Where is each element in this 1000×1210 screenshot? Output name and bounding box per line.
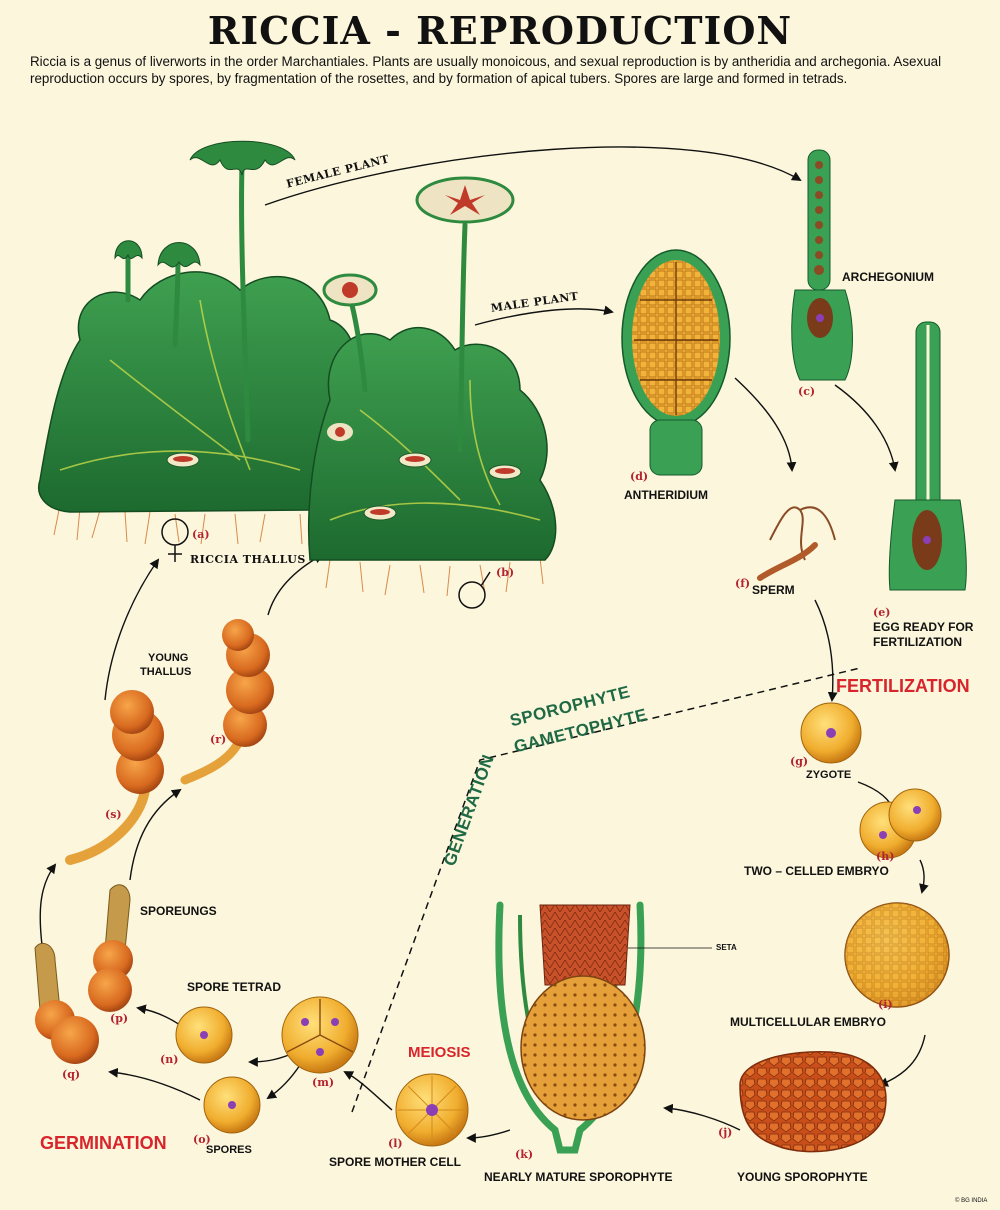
tag-o: (o)	[193, 1133, 211, 1146]
arrow-male-to-antheridium	[474, 305, 614, 326]
cup-contents	[173, 456, 515, 515]
tag-c: (c)	[798, 385, 816, 398]
arrow-spore-to-germination	[108, 1067, 201, 1101]
tag-b: (b)	[496, 566, 515, 579]
credit-text: © BG INDIA	[955, 1198, 988, 1204]
sporeling-q-illustration	[34, 942, 99, 1064]
tag-j: (j)	[718, 1126, 733, 1139]
label-antheridium: ANTHERIDIUM	[624, 488, 708, 502]
tag-m: (m)	[312, 1076, 335, 1089]
label-spore-mother-cell: SPORE MOTHER CELL	[329, 1155, 462, 1169]
label-riccia-thallus: RICCIA THALLUS	[190, 553, 306, 566]
arrow-sperm-to-zygote	[814, 599, 838, 702]
label-sporeungs: SPOREUNGS	[140, 904, 217, 918]
label-nearly-mature-sporophyte: NEARLY MATURE SPOROPHYTE	[484, 1170, 673, 1184]
tag-a: (a)	[192, 528, 210, 541]
label-sperm: SPERM	[752, 583, 795, 597]
label-seta: SETA	[716, 943, 737, 952]
sperm-illustration	[757, 506, 836, 581]
arrow-spore-to-sporeling-p	[136, 1004, 181, 1026]
label-egg-line1: EGG READY FOR	[873, 620, 974, 634]
antheridium-illustration	[621, 249, 731, 476]
label-multicellular-embryo: MULTICELLULAR EMBRYO	[730, 1015, 886, 1029]
tag-d: (d)	[630, 470, 649, 483]
male-stalks	[349, 222, 468, 453]
label-egg-line2: FERTILIZATION	[873, 635, 963, 649]
arrow-mother-cell-to-tetrad	[343, 1071, 393, 1111]
zygote-illustration	[800, 702, 862, 764]
tag-k: (k)	[515, 1148, 534, 1161]
riccia-thallus-illustration	[38, 140, 557, 609]
intro-paragraph: Riccia is a genus of liverworts in the o…	[30, 54, 942, 86]
tag-e: (e)	[873, 606, 891, 619]
archegonium-illustration	[791, 149, 853, 381]
sporeling-p-illustration	[88, 884, 133, 1012]
rhizoids	[53, 504, 544, 597]
arrow-multicellular-to-young-sporophyte	[878, 1034, 926, 1087]
male-receptacles	[322, 176, 515, 443]
arrow-archegonium-to-egg	[834, 384, 899, 472]
tag-l: (l)	[388, 1137, 403, 1150]
label-zygote: ZYGOTE	[806, 769, 852, 781]
label-fertilization: FERTILIZATION	[836, 676, 970, 696]
label-young-thallus-line1: YOUNG	[148, 652, 189, 664]
label-meiosis: MEIOSIS	[408, 1044, 471, 1061]
label-spores: SPORES	[206, 1144, 252, 1156]
tag-s: (s)	[105, 808, 122, 821]
tag-r: (r)	[210, 733, 227, 746]
label-young-sporophyte: YOUNG SPOROPHYTE	[737, 1170, 868, 1184]
arrow-female-to-archegonium	[264, 146, 802, 206]
spore-o-illustration	[203, 1076, 261, 1134]
archegonium-neck-canal	[814, 161, 824, 275]
arrow-antheridium-to-sperm	[734, 377, 797, 472]
young-thallus-r-illustration	[180, 619, 274, 785]
female-stalks	[125, 162, 251, 443]
male-symbol-shaft	[480, 571, 491, 587]
female-thallus-lobe	[38, 271, 358, 513]
mature-sporophyte-illustration	[495, 901, 712, 1154]
label-two-celled-embryo: TWO – CELLED EMBRYO	[744, 864, 889, 878]
arrow-p-to-r	[129, 788, 182, 881]
label-spore-tetrad: SPORE TETRAD	[187, 980, 282, 994]
spore-tetrad-illustration	[281, 996, 359, 1074]
young-thallus-s-illustration	[65, 690, 164, 865]
spore-mother-cell-illustration	[395, 1073, 469, 1147]
arrow-mature-to-spore-mother-cell	[466, 1129, 511, 1143]
tag-f: (f)	[735, 577, 751, 590]
female-receptacle	[114, 140, 296, 268]
arrow-young-to-mature-sporophyte	[663, 1103, 741, 1131]
page-title: RICCIA - REPRODUCTION	[207, 8, 793, 53]
tag-p: (p)	[110, 1012, 129, 1025]
male-thallus-lobe	[307, 326, 557, 561]
female-thallus-veins	[59, 299, 301, 471]
multicellular-embryo-illustration	[844, 902, 950, 1008]
male-symbol-ring	[458, 581, 486, 609]
tag-i: (i)	[878, 998, 893, 1011]
tag-h: (h)	[876, 850, 895, 863]
tag-n: (n)	[160, 1053, 179, 1066]
label-germination: GERMINATION	[40, 1133, 167, 1153]
arrow-q-to-s	[39, 863, 57, 946]
spore-n-illustration	[175, 1006, 233, 1064]
egg-archegonium-illustration	[888, 321, 967, 591]
tag-q: (q)	[62, 1068, 81, 1081]
arrow-two-celled-to-multicellular	[919, 859, 929, 894]
female-symbol-ring	[161, 518, 189, 546]
arrow-tetrad-to-spore-o	[266, 1064, 301, 1100]
young-sporophyte-illustration	[739, 1051, 887, 1153]
two-celled-embryo-illustration	[859, 788, 942, 859]
arrow-s-to-female-thallus	[104, 558, 160, 701]
label-archegonium: ARCHEGONIUM	[842, 270, 934, 284]
label-young-thallus-line2: THALLUS	[140, 666, 192, 678]
generation-divider-line	[351, 667, 861, 1113]
tag-g: (g)	[790, 755, 809, 768]
